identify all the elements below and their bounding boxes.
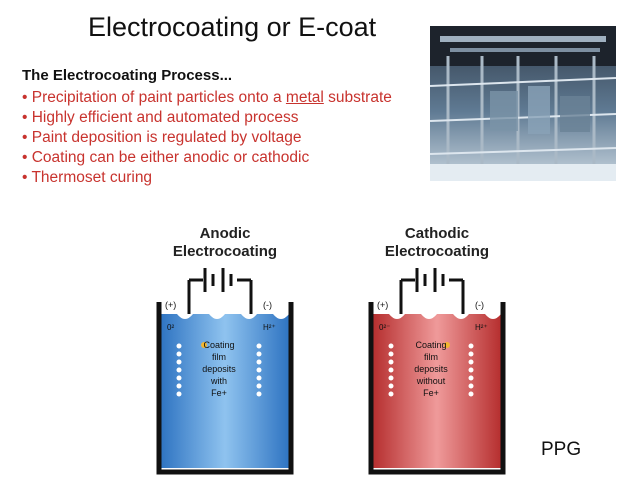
svg-text:Fe+: Fe+ [211, 388, 227, 398]
cathodic-plus-label: (+) [377, 300, 388, 310]
bullet-item: • Coating can be either anodic or cathod… [22, 149, 310, 166]
cathodic-caption: Coating film deposits without Fe+ [414, 340, 448, 398]
particle-marker [201, 342, 207, 348]
cathodic-title-line2: Electrocoating [385, 243, 489, 260]
bullet-item: • Precipitation of paint particles onto … [22, 89, 392, 106]
anodic-right-ion: H²⁺ [263, 323, 276, 332]
bullet-item: • Highly efficient and automated process [22, 109, 299, 126]
cathodic-minus-label: (-) [475, 300, 484, 310]
bullet-item: • Paint deposition is regulated by volta… [22, 129, 302, 146]
particle-dots [176, 343, 262, 397]
anodic-diagram: Anodic Electrocoating (+) (-) 0² H²⁺ Coa… [156, 225, 294, 475]
cathodic-diagram: Cathodic Electrocoating (+) (-) 0²⁻ H²⁺ … [368, 225, 506, 475]
ecoat-line-photo [430, 26, 616, 181]
brand-label: PPG [541, 439, 582, 460]
anodic-left-ion: 0² [167, 323, 174, 332]
anodic-caption: Coating film deposits with Fe+ [202, 340, 236, 398]
svg-text:deposits: deposits [202, 364, 236, 374]
anodic-title-line1: Anodic [200, 225, 251, 242]
svg-text:without: without [416, 376, 446, 386]
bullet-list: • Precipitation of paint particles onto … [22, 88, 422, 188]
cathodic-left-ion: 0²⁻ [379, 323, 390, 332]
particle-marker [444, 342, 450, 348]
svg-text:Coating: Coating [415, 340, 446, 350]
svg-text:Coating: Coating [203, 340, 234, 350]
svg-text:Fe+: Fe+ [423, 388, 439, 398]
bullet-item: • Thermoset curing [22, 169, 153, 186]
svg-text:film: film [424, 352, 438, 362]
svg-text:film: film [212, 352, 226, 362]
particle-dots [388, 343, 474, 397]
anodic-minus-label: (-) [263, 300, 272, 310]
process-heading: The Electrocoating Process... [22, 67, 233, 84]
svg-text:deposits: deposits [414, 364, 448, 374]
cathodic-title-line1: Cathodic [405, 225, 469, 242]
cathodic-right-ion: H²⁺ [475, 323, 488, 332]
anodic-title-line2: Electrocoating [173, 243, 277, 260]
slide-title: Electrocoating or E-coat [88, 12, 377, 42]
svg-text:with: with [210, 376, 227, 386]
metal-link[interactable]: metal [285, 89, 324, 106]
anodic-plus-label: (+) [165, 300, 176, 310]
